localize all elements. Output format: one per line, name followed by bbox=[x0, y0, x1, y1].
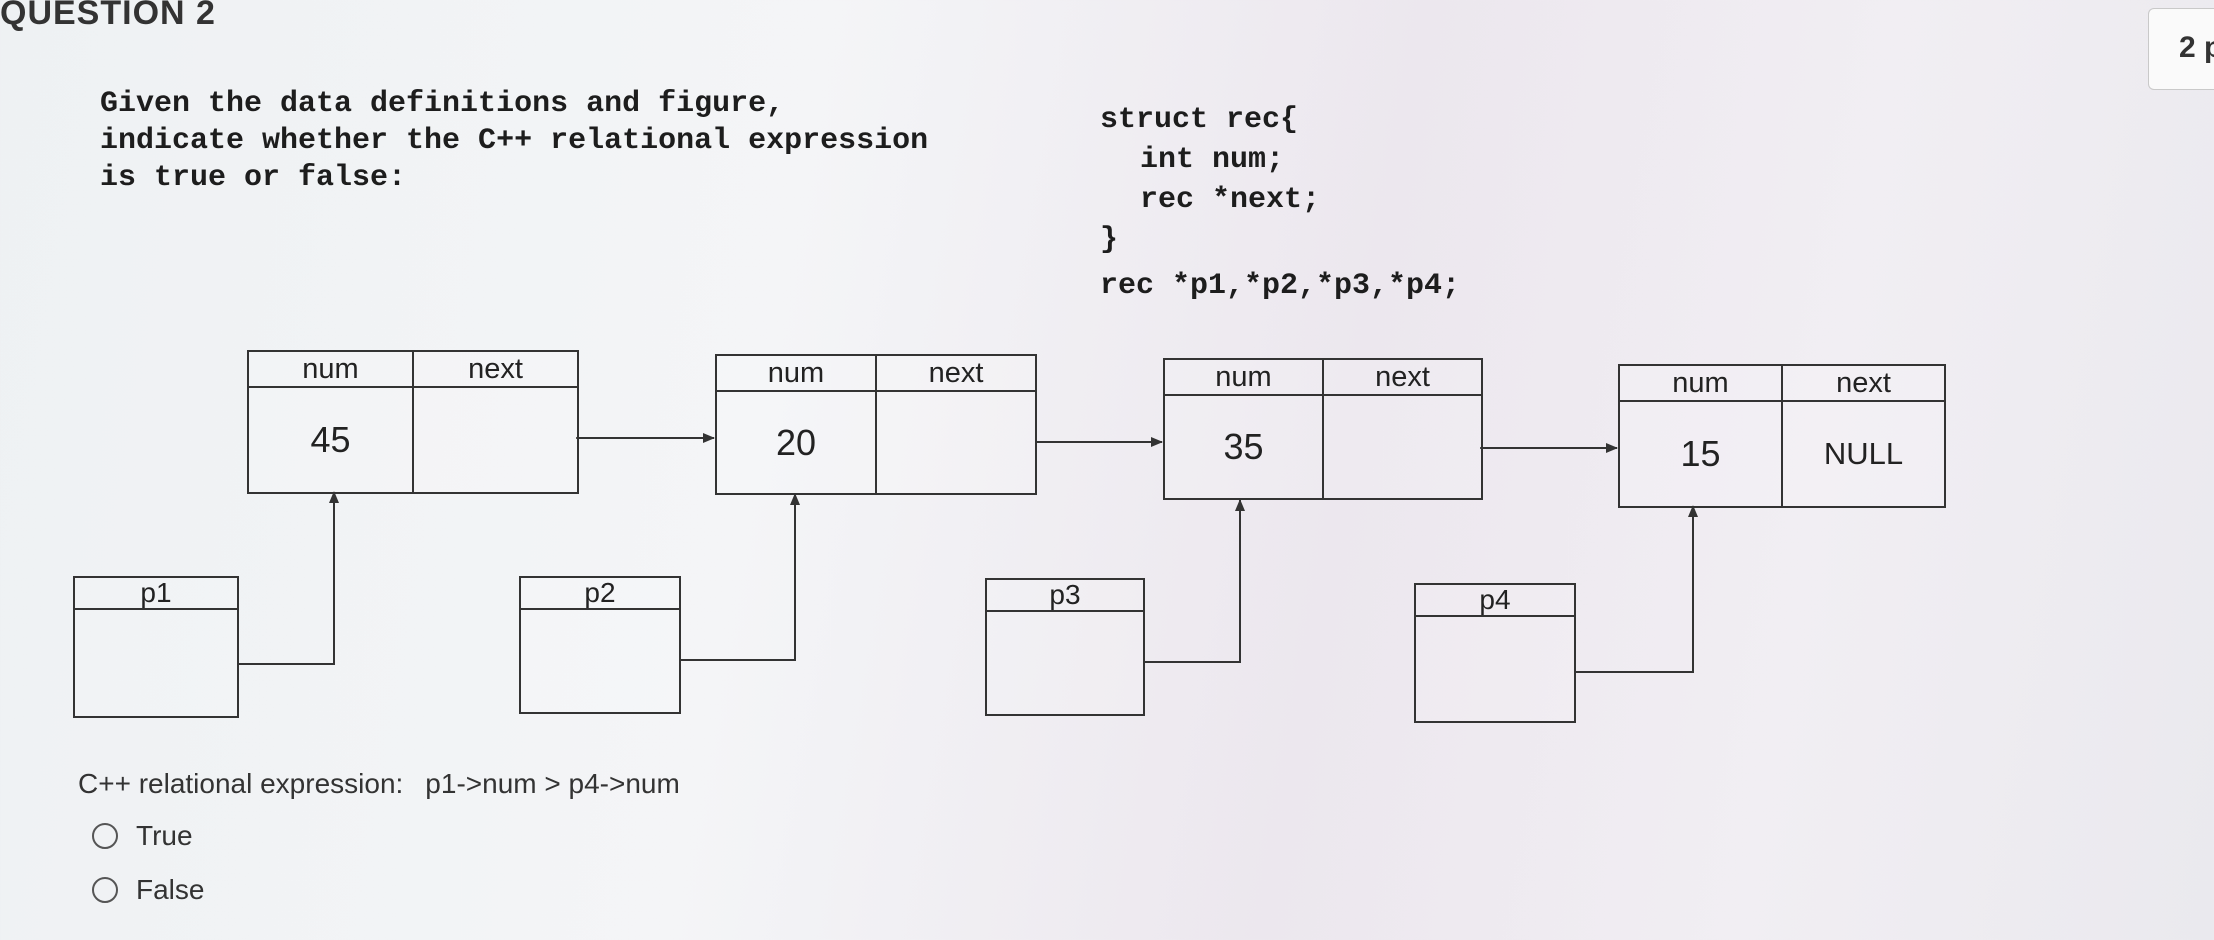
pointer-p4-label: p4 bbox=[1416, 584, 1574, 617]
prompt-line-3: is true or false: bbox=[100, 161, 407, 195]
option-false-label: False bbox=[136, 874, 205, 905]
question-prompt: Given the data definitions and figure,in… bbox=[100, 86, 928, 197]
node-3-next bbox=[1322, 396, 1481, 498]
node-4-next: NULL bbox=[1781, 402, 1944, 506]
prompt-line-2: indicate whether the C++ relational expr… bbox=[100, 124, 929, 158]
p1-arrow bbox=[238, 491, 339, 665]
pointer-p3-label: p3 bbox=[987, 579, 1143, 612]
node-2-num-header: num bbox=[767, 356, 825, 389]
points-badge: 2 p bbox=[2148, 8, 2214, 90]
node-3-num-header: num bbox=[1215, 360, 1272, 393]
pointer-p1: p1 bbox=[73, 576, 239, 718]
node-4-next-header: next bbox=[1781, 366, 1944, 400]
pointer-p2: p2 bbox=[519, 576, 681, 714]
p4-arrow bbox=[1575, 505, 1698, 673]
pointer-p3: p3 bbox=[985, 578, 1145, 716]
node-3-next-header: next bbox=[1322, 360, 1481, 394]
option-true[interactable]: True bbox=[92, 820, 193, 852]
list-node-1: num next 45 bbox=[247, 350, 579, 494]
prompt-line-1: Given the data definitions and figure, bbox=[100, 87, 785, 121]
node-4-num: 15 bbox=[1680, 433, 1721, 474]
expression-code: p1->num > p4->num bbox=[425, 768, 680, 799]
struct-definition: struct rec{ int num; rec *next;} rec *p1,*p… bbox=[1100, 100, 1460, 306]
p2-arrow bbox=[680, 493, 800, 661]
expression-line: C++ relational expression: p1->num > p4->… bbox=[78, 768, 680, 800]
option-true-radio[interactable] bbox=[92, 823, 118, 849]
expression-label: C++ relational expression: bbox=[78, 768, 404, 799]
pointer-p4: p4 bbox=[1414, 583, 1576, 723]
struct-line-5: rec *p1,*p2,*p3,*p4; bbox=[1100, 269, 1461, 303]
node-2-next bbox=[875, 392, 1035, 493]
list-node-3: num next 35 bbox=[1163, 358, 1483, 500]
node-2-num: 20 bbox=[775, 421, 817, 463]
option-false[interactable]: False bbox=[92, 874, 204, 906]
pointer-p2-label: p2 bbox=[521, 577, 679, 610]
list-node-2: num next 20 bbox=[715, 354, 1037, 495]
struct-line-2: int num; bbox=[1140, 143, 1285, 177]
p3-arrow bbox=[1144, 499, 1245, 663]
list-node-4: num next 15 NULL bbox=[1618, 364, 1946, 508]
points-text: 2 p bbox=[2179, 31, 2214, 64]
option-false-radio[interactable] bbox=[92, 877, 118, 903]
node-1-num: 45 bbox=[310, 419, 351, 460]
node-1-next-header: next bbox=[412, 352, 577, 386]
option-true-label: True bbox=[136, 820, 193, 851]
node-1-next bbox=[412, 388, 577, 492]
struct-line-4: } bbox=[1100, 223, 1119, 257]
node-1-num-header: num bbox=[302, 352, 359, 385]
node-4-num-header: num bbox=[1672, 366, 1729, 399]
struct-line-1: struct rec{ bbox=[1100, 103, 1299, 137]
question-title: QUESTION 2 bbox=[0, 0, 216, 32]
node-3-num: 35 bbox=[1223, 426, 1264, 467]
node-2-next-header: next bbox=[875, 356, 1035, 390]
struct-line-3: rec *next; bbox=[1140, 183, 1321, 217]
pointer-p1-label: p1 bbox=[75, 577, 237, 610]
